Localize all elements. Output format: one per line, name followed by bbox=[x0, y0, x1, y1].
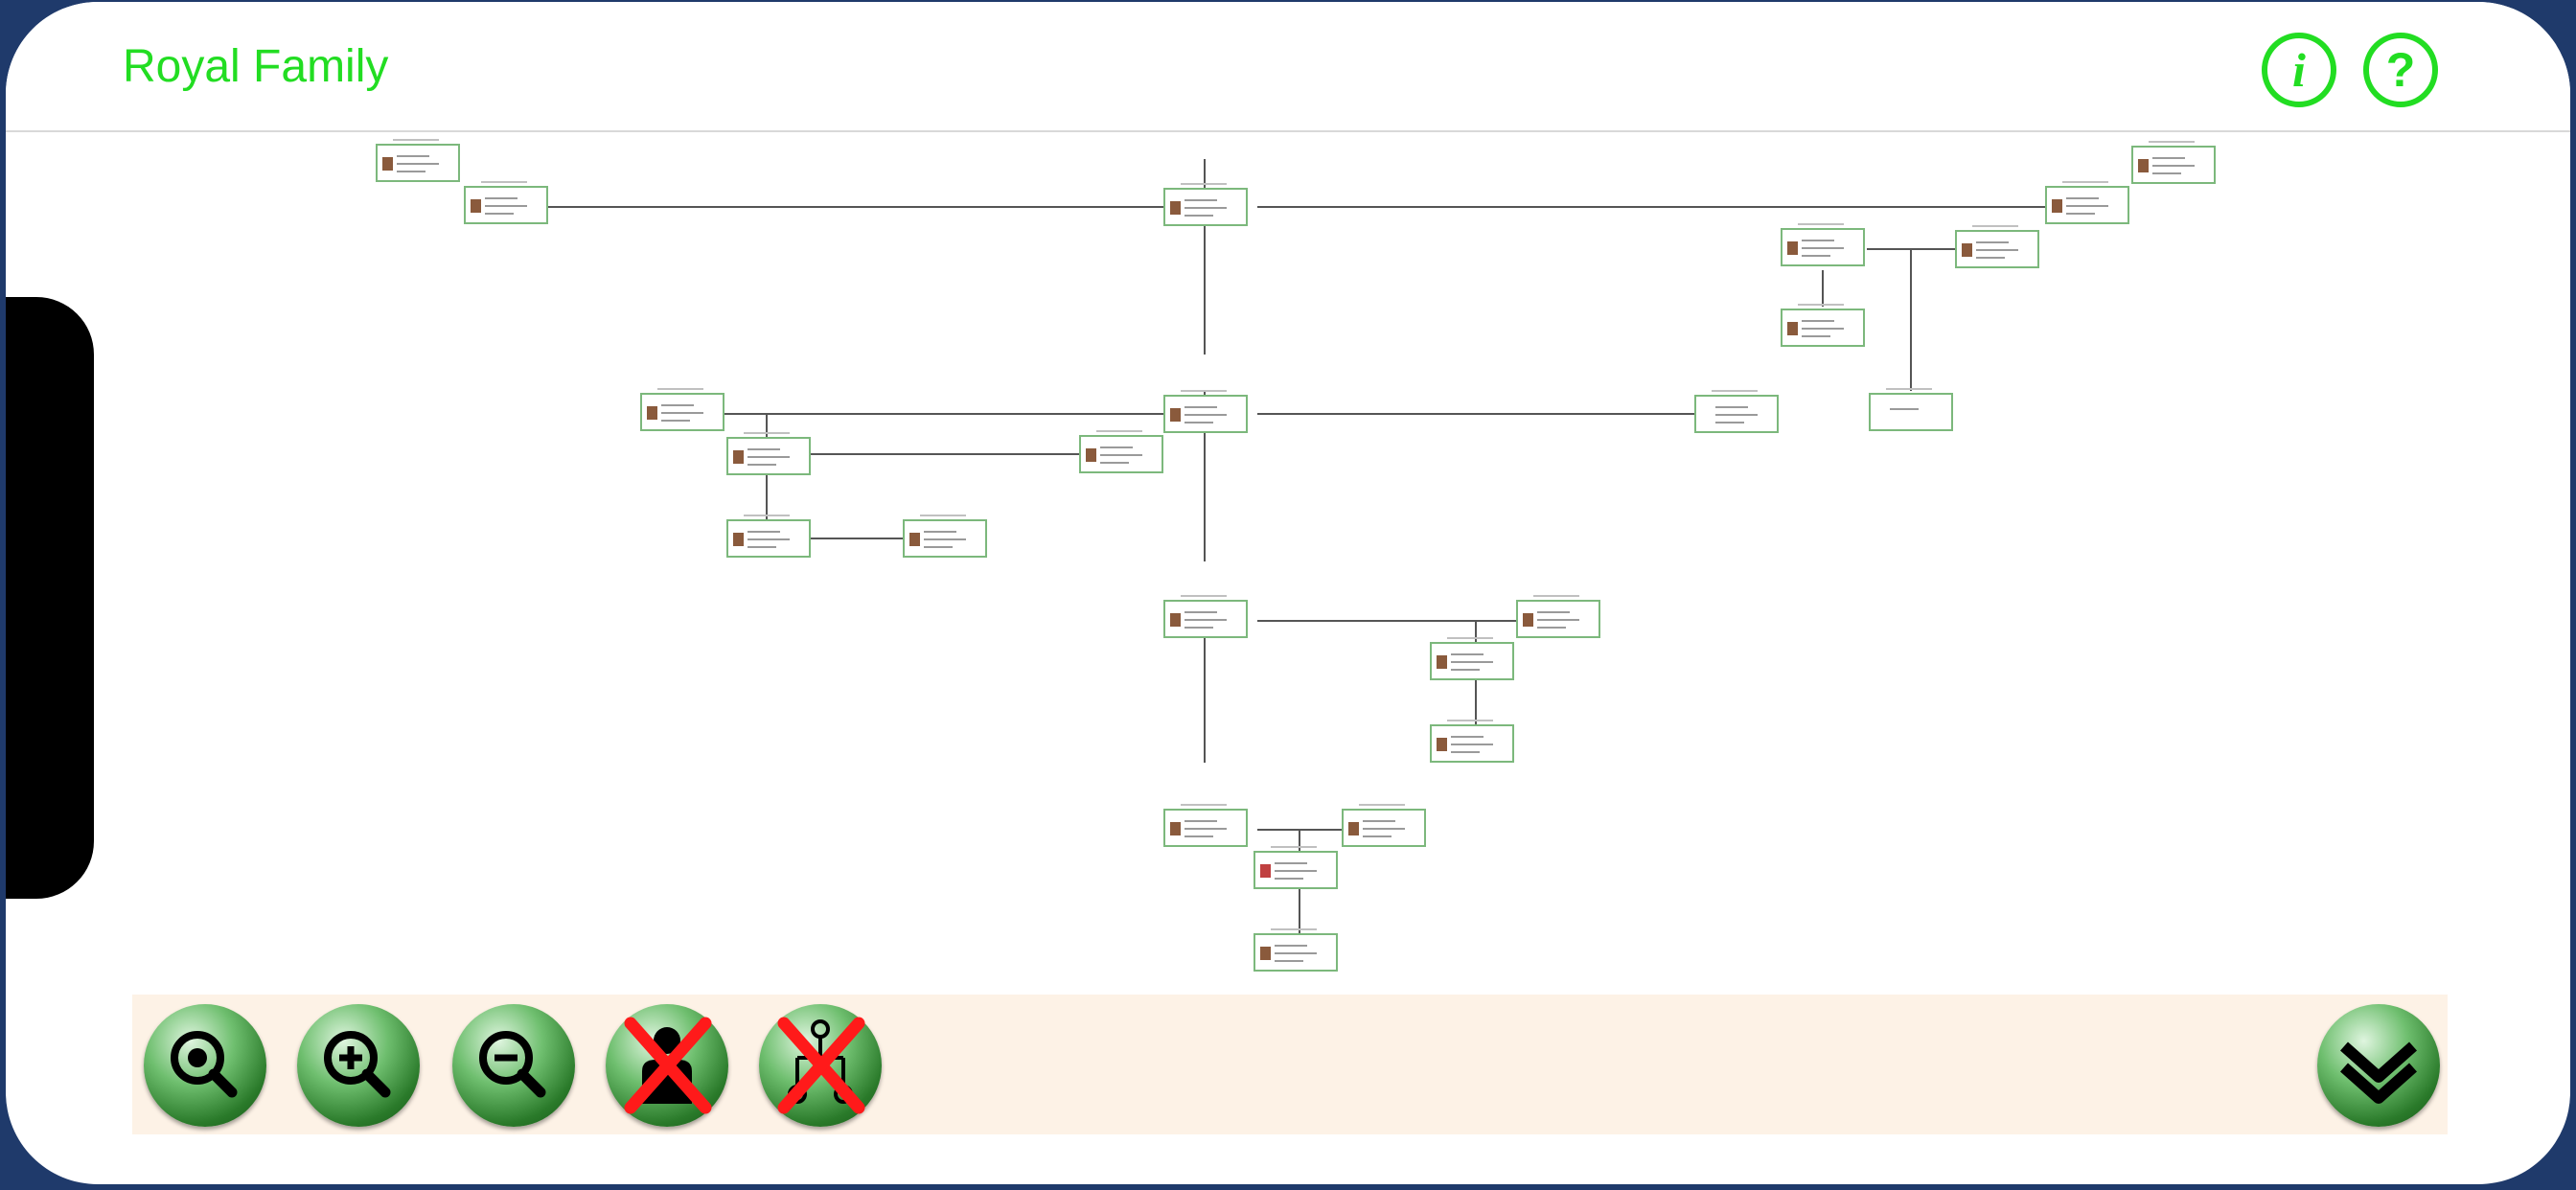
zoom-fit-button[interactable] bbox=[144, 1004, 266, 1127]
zoom-in-button[interactable] bbox=[297, 1004, 420, 1127]
person-card[interactable] bbox=[1781, 304, 1865, 347]
person-card[interactable] bbox=[1694, 390, 1779, 433]
person-card[interactable] bbox=[1163, 390, 1248, 433]
device-notch bbox=[6, 297, 94, 899]
person-card[interactable] bbox=[1430, 637, 1514, 680]
app-window: Royal Family i ? bbox=[6, 2, 2570, 1184]
person-card[interactable] bbox=[1079, 430, 1163, 473]
person-card[interactable] bbox=[1254, 928, 1338, 972]
hide-person-button[interactable] bbox=[606, 1004, 728, 1127]
person-card[interactable] bbox=[726, 432, 811, 475]
person-card[interactable] bbox=[1254, 846, 1338, 889]
bottom-toolbar bbox=[132, 995, 2448, 1134]
zoom-in-icon bbox=[324, 1031, 391, 1098]
person-card[interactable] bbox=[1955, 225, 2039, 268]
title-bar: Royal Family i ? bbox=[6, 2, 2570, 132]
person-card[interactable] bbox=[726, 515, 811, 558]
info-icon[interactable]: i bbox=[2262, 33, 2336, 107]
person-card[interactable] bbox=[2045, 181, 2129, 224]
person-crossed-icon bbox=[624, 1017, 712, 1114]
chevron-down-double-icon bbox=[2340, 1041, 2417, 1104]
person-card[interactable] bbox=[640, 388, 724, 431]
zoom-out-icon bbox=[479, 1031, 546, 1098]
relations-crossed-icon bbox=[777, 1017, 865, 1114]
person-card[interactable] bbox=[2131, 141, 2216, 184]
person-card[interactable] bbox=[1869, 388, 1953, 431]
zoom-fit-icon bbox=[171, 1031, 238, 1098]
person-card[interactable] bbox=[464, 181, 548, 224]
person-card[interactable] bbox=[1516, 595, 1600, 638]
person-card[interactable] bbox=[1163, 804, 1248, 847]
person-card[interactable] bbox=[1163, 183, 1248, 226]
person-card[interactable] bbox=[376, 139, 460, 182]
hide-relations-button[interactable] bbox=[759, 1004, 882, 1127]
collapse-toolbar-button[interactable] bbox=[2317, 1004, 2440, 1127]
page-title: Royal Family bbox=[123, 41, 389, 92]
family-tree-canvas[interactable] bbox=[6, 132, 2570, 995]
person-card[interactable] bbox=[1342, 804, 1426, 847]
person-card[interactable] bbox=[1163, 595, 1248, 638]
zoom-out-button[interactable] bbox=[452, 1004, 575, 1127]
person-card[interactable] bbox=[1430, 720, 1514, 763]
help-icon[interactable]: ? bbox=[2363, 33, 2438, 107]
person-card[interactable] bbox=[903, 515, 987, 558]
person-card[interactable] bbox=[1781, 223, 1865, 266]
